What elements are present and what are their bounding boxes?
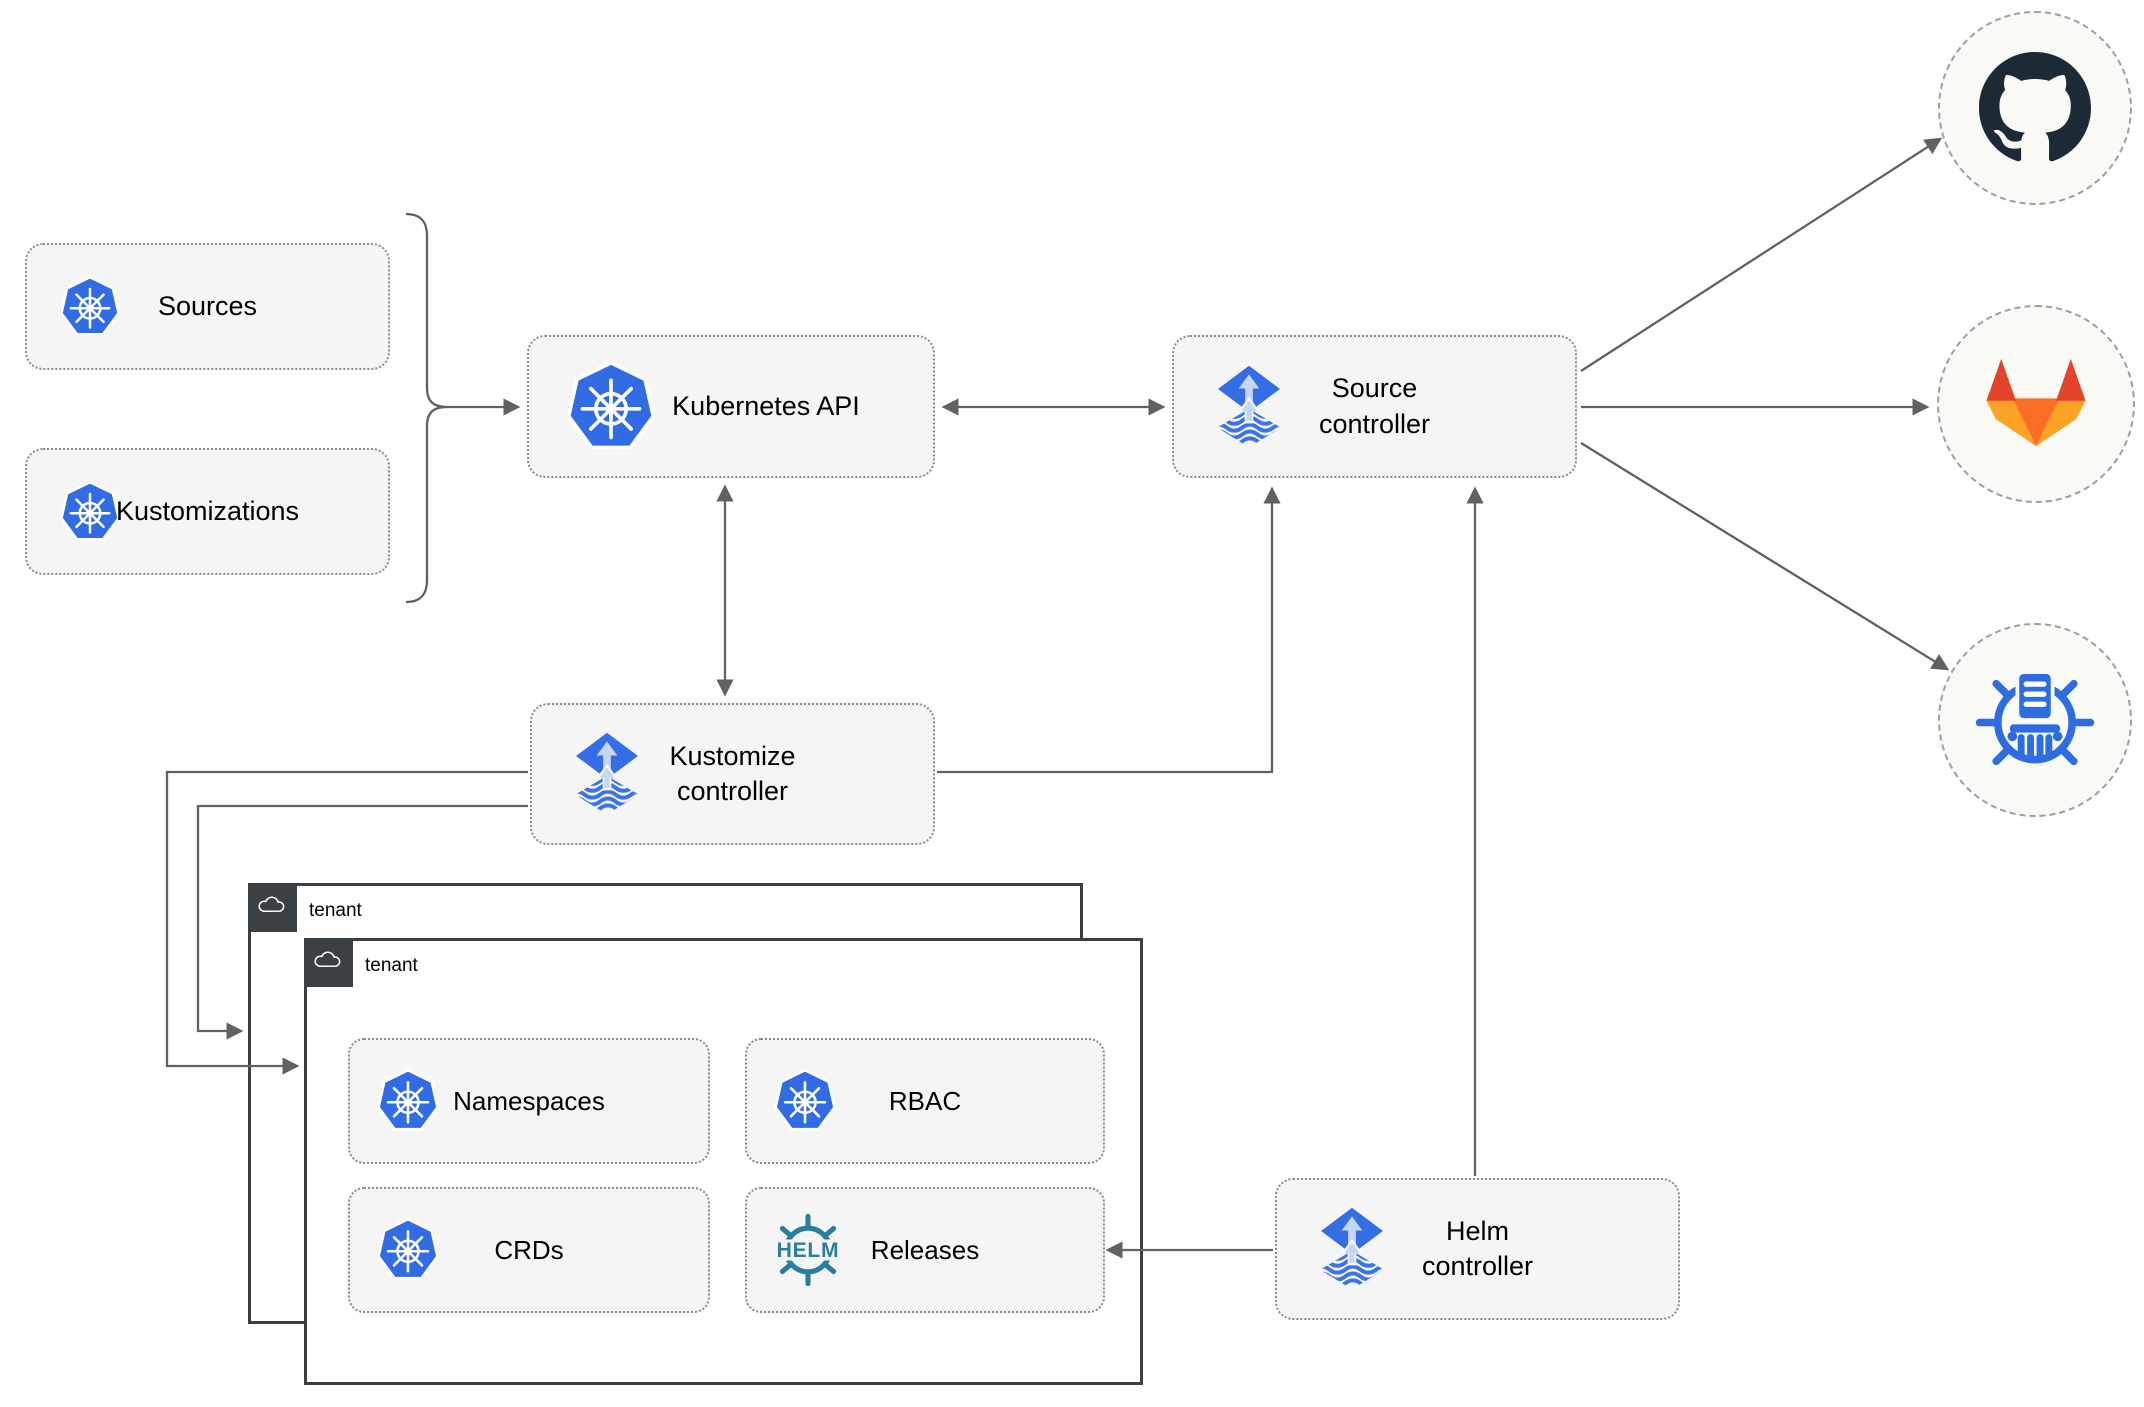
node-crds: CRDs bbox=[348, 1187, 710, 1313]
node-label: Releases bbox=[870, 1234, 980, 1265]
tenant-group-front: tenant Namespaces RBAC CRDs HELM Release… bbox=[304, 938, 1143, 1385]
node-label: RBAC bbox=[888, 1085, 962, 1116]
node-label: CRDs bbox=[494, 1234, 564, 1265]
endpoint-github bbox=[1938, 11, 2132, 205]
tenant-tab bbox=[248, 883, 297, 932]
node-kubernetes-api: Kubernetes API bbox=[527, 335, 935, 478]
tenant-label: tenant bbox=[365, 955, 418, 976]
cloud-icon bbox=[256, 893, 289, 922]
helm-icon: HELM bbox=[769, 1211, 847, 1289]
node-releases: HELM Releases bbox=[745, 1187, 1105, 1313]
node-label: Source controller bbox=[1318, 373, 1431, 439]
node-kustomizations: Kustomizations bbox=[25, 448, 390, 575]
endpoint-chart-repository bbox=[1938, 623, 2132, 817]
kubernetes-icon bbox=[376, 1217, 440, 1284]
chartmuseum-icon bbox=[1972, 657, 2098, 783]
connector-source-to-chartmuseum bbox=[1580, 442, 1950, 671]
node-label: Kustomize controller bbox=[669, 740, 796, 806]
node-label: Sources bbox=[157, 290, 258, 321]
node-kustomize-controller: Kustomize controller bbox=[530, 703, 935, 845]
tenant-tab bbox=[304, 938, 353, 987]
endpoint-gitlab bbox=[1937, 305, 2135, 503]
kubernetes-icon bbox=[773, 1068, 837, 1135]
node-label: Kustomizations bbox=[115, 495, 300, 526]
connector-brace bbox=[405, 212, 448, 604]
connector-source-to-github bbox=[1580, 137, 1943, 372]
kubernetes-icon bbox=[376, 1068, 440, 1135]
github-icon bbox=[1979, 52, 2091, 164]
node-source-controller: Source controller bbox=[1172, 335, 1577, 478]
helm-logo-text: HELM bbox=[777, 1239, 840, 1262]
node-helm-controller: Helm controller bbox=[1275, 1178, 1680, 1320]
kubernetes-icon bbox=[565, 359, 657, 455]
cloud-icon bbox=[312, 948, 345, 977]
gitlab-icon bbox=[1977, 353, 2095, 454]
flux-icon bbox=[564, 731, 650, 817]
flux-icon bbox=[1206, 364, 1292, 450]
node-namespaces: Namespaces bbox=[348, 1038, 710, 1164]
kubernetes-icon bbox=[59, 479, 121, 543]
node-sources: Sources bbox=[25, 243, 390, 370]
node-label: Namespaces bbox=[453, 1085, 605, 1116]
node-label: Helm controller bbox=[1421, 1215, 1534, 1281]
node-label: Kubernetes API bbox=[672, 390, 860, 421]
connector-kustomize-to-source bbox=[937, 486, 1281, 774]
flux-icon bbox=[1309, 1206, 1395, 1292]
kubernetes-icon bbox=[59, 274, 121, 338]
node-rbac: RBAC bbox=[745, 1038, 1105, 1164]
tenant-label: tenant bbox=[309, 900, 362, 921]
